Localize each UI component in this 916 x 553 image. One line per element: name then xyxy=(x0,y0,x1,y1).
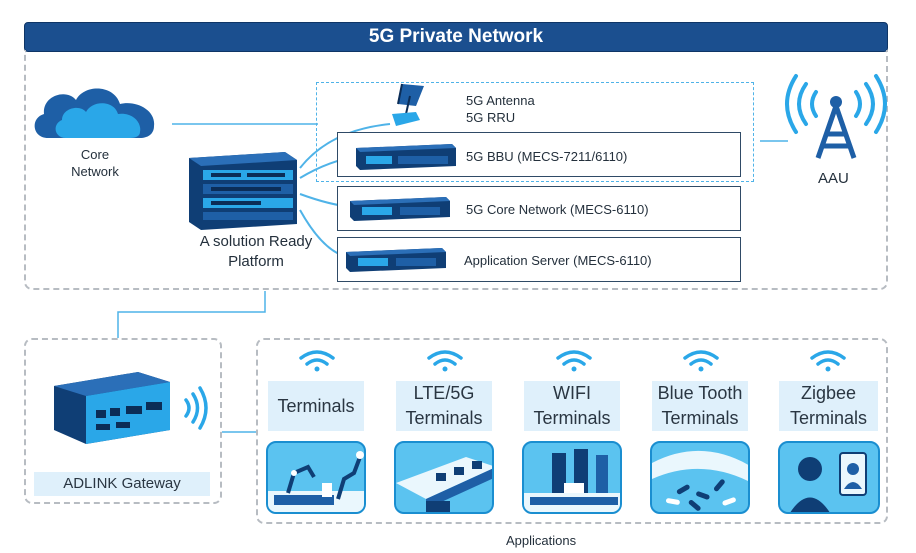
antenna-group-box xyxy=(316,82,754,182)
terminal-4-line2: Terminals xyxy=(661,408,739,428)
core-network-server-label: 5G Core Network (MECS-6110) xyxy=(466,202,649,217)
app-server-label: Application Server (MECS-6110) xyxy=(464,253,652,268)
gateway-device-icon xyxy=(54,372,170,444)
core-network-line1: Core xyxy=(80,147,110,162)
bbu-label: 5G BBU (MECS-7211/6110) xyxy=(466,149,628,164)
scene-conveyor-line xyxy=(394,441,494,514)
terminal-label-5: Zigbee Terminals xyxy=(779,381,878,431)
scene-robot-arm-factory xyxy=(266,441,366,514)
scene-assembly-robots xyxy=(522,441,622,514)
platform-line1: A solution Ready xyxy=(199,233,313,250)
core-network-line2: Network xyxy=(71,164,119,179)
gateway-label: ADLINK Gateway xyxy=(34,472,210,496)
antenna-line1: 5G Antenna xyxy=(466,93,535,108)
wifi-icon-3 xyxy=(556,350,592,372)
terminal-label-1: Terminals xyxy=(268,381,364,431)
applications-label: Applications xyxy=(506,533,577,548)
antenna-line2: 5G RRU xyxy=(466,110,516,125)
rack-server-icon xyxy=(189,152,297,230)
antenna-icon xyxy=(392,83,424,126)
terminal-2-line2: Terminals xyxy=(405,408,483,428)
scene-medical-pills xyxy=(650,441,750,514)
platform-label: A solution Ready Platform xyxy=(186,232,326,272)
wifi-icon-4 xyxy=(683,350,719,372)
wifi-icon-1 xyxy=(299,350,335,372)
bbu-server-icon xyxy=(356,144,456,170)
gateway-wifi-icon xyxy=(184,386,208,430)
terminal-2-line1: LTE/5G xyxy=(413,383,475,403)
terminal-1-line1: Terminals xyxy=(277,396,355,416)
terminals-container xyxy=(256,338,888,524)
antenna-label: 5G Antenna 5G RRU xyxy=(466,92,535,126)
aau-label: AAU xyxy=(818,170,849,187)
cell-tower-icon xyxy=(785,74,887,159)
gateway-container xyxy=(24,338,222,504)
cloud-icon xyxy=(34,88,155,138)
core-server-icon xyxy=(350,197,450,221)
diagram-title: 5G Private Network xyxy=(24,22,888,52)
terminal-label-3: WIFI Terminals xyxy=(524,381,620,431)
terminal-5-line2: Terminals xyxy=(789,408,868,428)
wifi-icon-2 xyxy=(427,350,463,372)
app-server-icon xyxy=(346,248,446,272)
terminal-3-line1: WIFI xyxy=(553,383,591,403)
platform-line2: Platform xyxy=(228,253,284,270)
private-network-container xyxy=(24,50,888,290)
scene-face-recognition xyxy=(778,441,880,514)
terminal-label-2: LTE/5G Terminals xyxy=(396,381,492,431)
terminal-label-4: Blue Tooth Terminals xyxy=(652,381,748,431)
core-network-label: Core Network xyxy=(60,146,130,180)
terminal-4-line1: Blue Tooth xyxy=(657,383,743,403)
terminal-3-line2: Terminals xyxy=(533,408,611,428)
wifi-icon-5 xyxy=(810,350,846,372)
terminal-5-line1: Zigbee xyxy=(800,383,857,403)
